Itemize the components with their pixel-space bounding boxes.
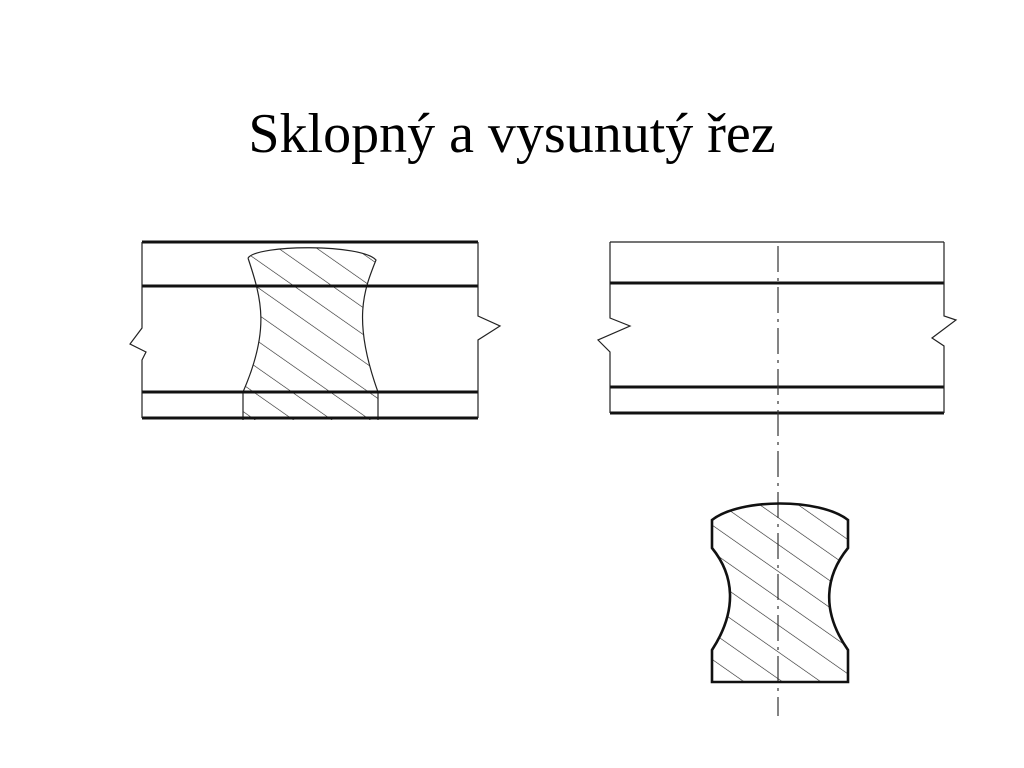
revolved-section-figure	[129, 240, 502, 420]
right-break-line-right	[930, 242, 958, 413]
right-break-line-left	[596, 242, 632, 413]
slide-title: Sklopný a vysunutý řez	[248, 103, 776, 165]
removed-section-figure	[596, 241, 958, 716]
left-break-line-right	[477, 242, 502, 418]
revolved-section-hatch	[243, 247, 378, 420]
removed-section-hatch	[712, 503, 848, 682]
left-break-line-left	[129, 242, 147, 418]
revolved-section-outline	[242, 247, 379, 420]
removed-section-outline	[710, 502, 850, 684]
